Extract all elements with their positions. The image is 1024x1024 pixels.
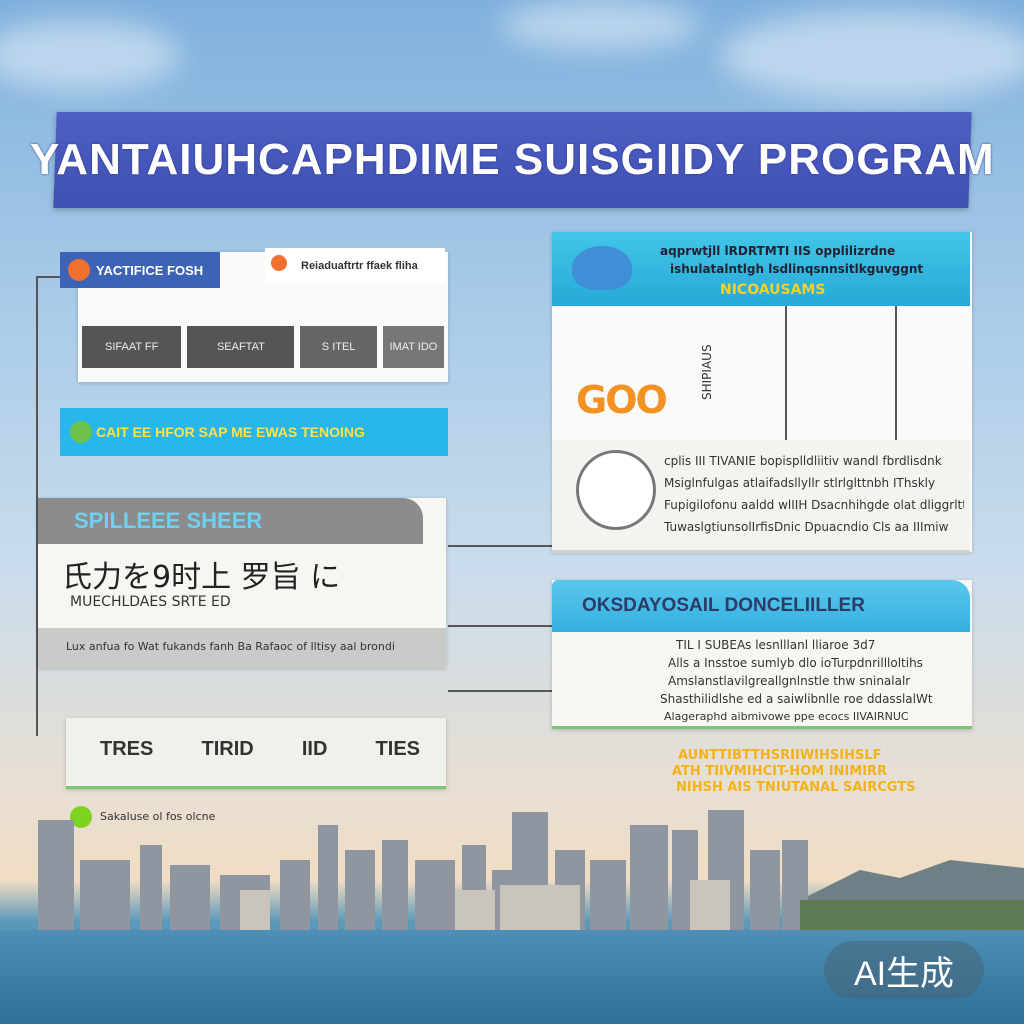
connector bbox=[448, 545, 552, 547]
left-bar-3[interactable]: SPILLEEE SHEER bbox=[38, 498, 423, 544]
right-card-2-footer: Alageraphd aibmivowe ppe ecocs IIVAIRNUC bbox=[664, 710, 909, 723]
page-title: YANTAIUHCAPHDIME SUISGIIDY PROGRAM bbox=[30, 135, 995, 184]
yellow-note-line: ATH TIIVMIHCIT-HOM INIMIRR bbox=[672, 764, 888, 779]
left-bar-2-label: CAIT EE HFOR SAP ME EWAS TENOING bbox=[96, 424, 365, 440]
logo-text: GOO bbox=[576, 378, 666, 422]
left-tab-2[interactable]: Reiaduaftrtr ffaek fliha bbox=[265, 248, 445, 284]
cloud bbox=[720, 10, 1024, 100]
cloud bbox=[500, 0, 700, 50]
left-row-cells: SIFAAT FF SEAFTAT S ITEL IMAT IDO bbox=[82, 326, 444, 368]
left-bar-3-label: SPILLEEE SHEER bbox=[74, 508, 263, 533]
bottom-item: IID bbox=[301, 738, 328, 760]
magnifier-icon bbox=[576, 450, 656, 530]
city-skyline bbox=[38, 810, 1024, 940]
connector bbox=[785, 306, 787, 440]
row-cell: SIFAAT FF bbox=[82, 326, 182, 368]
big-text: 氏力を9时上 罗旨 に bbox=[62, 560, 341, 595]
green-dot-icon bbox=[70, 421, 92, 443]
left-tab-2-label: Reiaduaftrtr ffaek fliha bbox=[301, 260, 418, 272]
connector bbox=[36, 276, 76, 278]
right-header-line: aqprwtjll lRDRTMTI IIS opplilizrdne bbox=[660, 244, 896, 258]
orange-dot-icon bbox=[68, 259, 90, 281]
yellow-note-line: AUNTTIBTTHSRIIWIHSIHSLF bbox=[678, 748, 882, 763]
right-body-line: Msiglnfulgas atlaifadsllyllr stlrlglttnb… bbox=[664, 476, 936, 490]
title-banner: YANTAIUHCAPHDIME SUISGIIDY PROGRAM bbox=[30, 112, 995, 208]
right-card-2-line: TIL I SUBEAs lesnlllanl lliaroe 3d7 bbox=[676, 638, 876, 652]
orange-dot-icon bbox=[271, 255, 287, 271]
connector bbox=[895, 306, 897, 440]
right-header-line: ishulatalntlgh lsdlinqsnnsitlkguvggnt bbox=[670, 262, 924, 276]
vertical-text: SHIPIAUS bbox=[700, 344, 714, 400]
note-text: Lux anfua fo Wat fukands fanh Ba Rafaoc … bbox=[66, 640, 395, 653]
connector bbox=[448, 625, 552, 627]
left-bottom-card bbox=[66, 718, 446, 789]
cloud bbox=[0, 20, 180, 90]
bird-icon bbox=[572, 246, 632, 290]
note-strip bbox=[38, 628, 446, 668]
row-cell: SEAFTAT bbox=[187, 326, 295, 368]
left-tab-1[interactable]: YACTIFICE FOSH bbox=[60, 252, 220, 288]
bottom-item: TRES bbox=[100, 738, 154, 760]
right-card-2-line: Amslanstlavilgreallgnlnstle thw sninalal… bbox=[668, 674, 911, 688]
right-body-line: Fupigilofonu aaldd wlIIH Dsacnhihgde ola… bbox=[664, 498, 964, 512]
left-tab-1-label: YACTIFICE FOSH bbox=[96, 262, 204, 278]
sub-text: MUECHLDAES SRTE ED bbox=[70, 594, 231, 610]
right-card-2-line: Alls a Insstoe sumlyb dlo ioTurpdnrilllo… bbox=[668, 656, 923, 670]
yellow-note-line: NIHSH AIS TNIUTANAL SAIRCGTS bbox=[676, 780, 916, 795]
row-cell: IMAT IDO bbox=[382, 326, 444, 368]
right-body-line: cplis III TIVANIE bopisplldliitiv wandl … bbox=[664, 454, 942, 468]
bottom-items: TRES TIRID IID TIES bbox=[100, 738, 420, 761]
connector bbox=[448, 690, 552, 692]
bottom-item: TIRID bbox=[201, 738, 254, 760]
right-card-2-line: Shasthilidlshe ed a saiwlibnlle roe ddas… bbox=[660, 692, 933, 706]
right-body-line: TuwaslgtiunsolIrfisDnic Dpuacndio Cls aa… bbox=[664, 520, 949, 534]
right-header-sub: NICOAUSAMS bbox=[720, 282, 826, 298]
right-header: aqprwtjll lRDRTMTI IIS opplilizrdne ishu… bbox=[552, 232, 970, 306]
legend-label: Sakaluse ol fos olcne bbox=[100, 810, 216, 823]
ai-generated-badge: AI生成 bbox=[824, 941, 984, 999]
connector bbox=[36, 276, 38, 736]
left-bar-2[interactable]: CAIT EE HFOR SAP ME EWAS TENOING bbox=[60, 408, 448, 456]
bottom-item: TIES bbox=[375, 738, 420, 760]
row-cell: S ITEL bbox=[300, 326, 377, 368]
right-card-2-title: OKSDAYOSAIL DONCELIILLER bbox=[582, 595, 865, 616]
right-card-2-header[interactable]: OKSDAYOSAIL DONCELIILLER bbox=[552, 580, 970, 632]
green-dot-icon bbox=[70, 806, 92, 828]
